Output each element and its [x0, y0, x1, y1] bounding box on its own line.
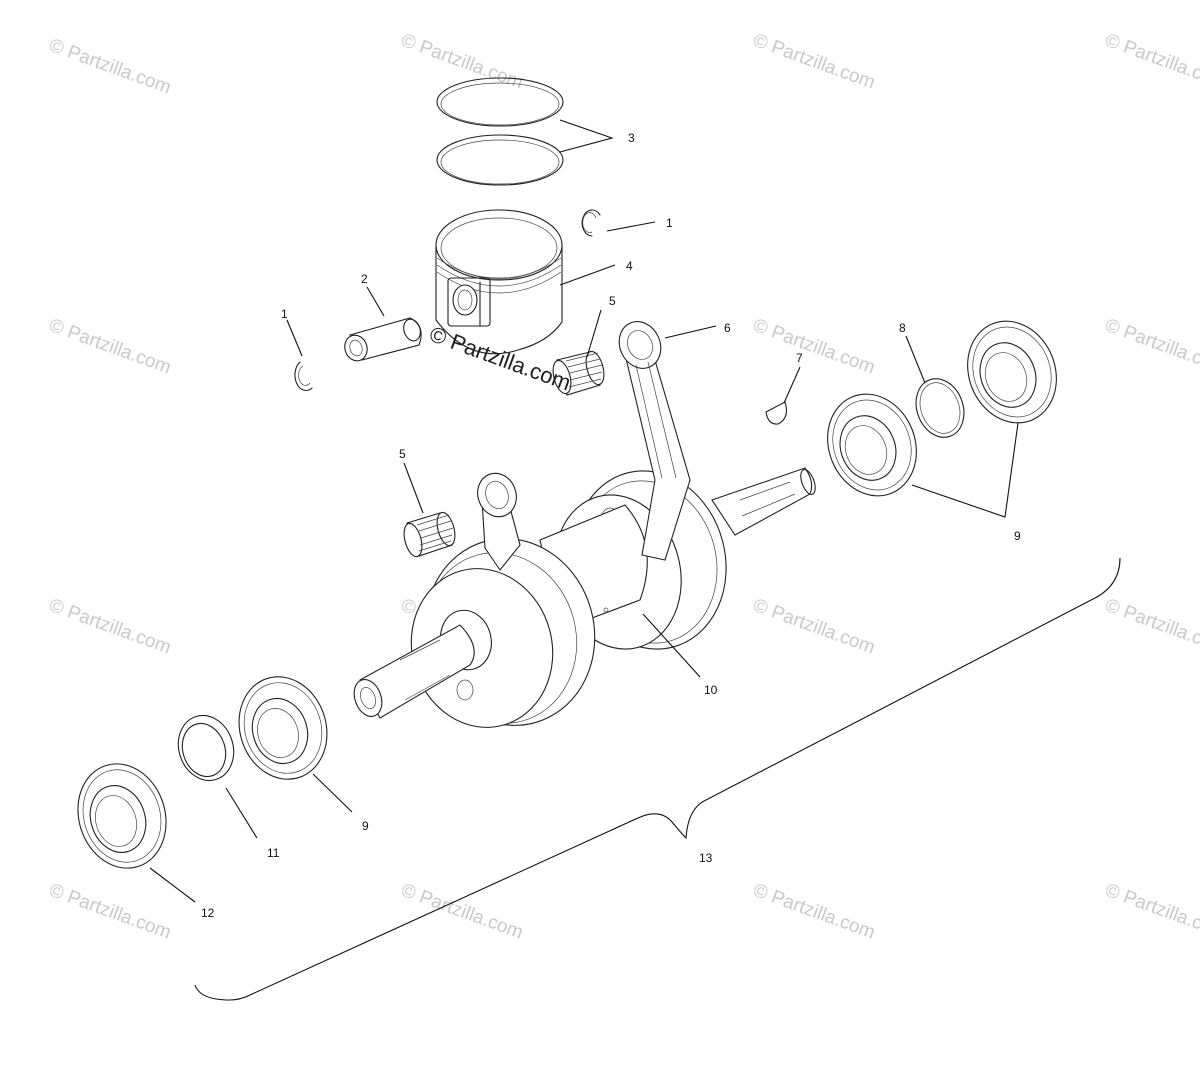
callout-6: 6 [724, 321, 731, 335]
watermark: © Partzilla.com [46, 315, 173, 379]
watermark: © Partzilla.com [750, 30, 877, 94]
shim-ring [915, 378, 965, 438]
watermark: © Partzilla.com [46, 35, 173, 99]
piston [435, 209, 563, 355]
callout-1-right: 1 [666, 216, 673, 230]
callout-13: 13 [699, 851, 713, 865]
watermark: © Partzilla.com [750, 595, 877, 659]
watermark: © Partzilla.com [46, 595, 173, 659]
spacer-ring [177, 714, 235, 782]
callout-1-left: 1 [281, 307, 288, 321]
callout-9-right: 9 [1014, 529, 1021, 543]
connecting-rod-upper [618, 321, 691, 561]
needle-bearing-upper [552, 350, 605, 396]
connecting-rod-lower [477, 472, 521, 571]
main-bearing-left [238, 676, 328, 780]
callout-4: 4 [626, 259, 633, 273]
needle-bearing-lower [403, 511, 456, 558]
callout-5-lower: 5 [399, 447, 406, 461]
watermark: © Partzilla.com [750, 880, 877, 944]
watermark: © Partzilla.com [750, 315, 877, 379]
piston-pin [344, 317, 422, 362]
callout-10: 10 [704, 683, 718, 697]
main-bearing-right-outer [967, 320, 1057, 424]
main-bearing-right-inner [827, 393, 917, 497]
watermark: © Partzilla.com [46, 880, 173, 944]
callout-11: 11 [267, 846, 280, 860]
woodruff-key [765, 401, 787, 425]
watermark: © Partzilla.com [398, 30, 525, 94]
watermark: © Partzilla.com [1102, 30, 1200, 94]
callout-9-left: 9 [362, 819, 369, 833]
callout-3: 3 [628, 131, 635, 145]
callout-5-upper: 5 [609, 294, 616, 308]
piston-pin-circlip [581, 209, 601, 237]
oil-seal [77, 763, 167, 869]
callout-2: 2 [361, 272, 368, 286]
callout-7: 7 [796, 351, 803, 365]
piston-rings [436, 77, 564, 186]
watermark: © Partzilla.com [1102, 880, 1200, 944]
watermark: © Partzilla.com [1102, 595, 1200, 659]
callout-12: 12 [201, 906, 215, 920]
watermark: © Partzilla.com [1102, 315, 1200, 379]
leader-lines [149, 119, 1121, 1001]
callout-8: 8 [899, 321, 906, 335]
piston-pin-circlip [294, 361, 313, 392]
watermark: © Partzilla.com [398, 880, 525, 944]
callout-labels: 3 1 4 2 1 5 6 7 8 9 5 10 9 11 12 13 [201, 131, 1021, 920]
